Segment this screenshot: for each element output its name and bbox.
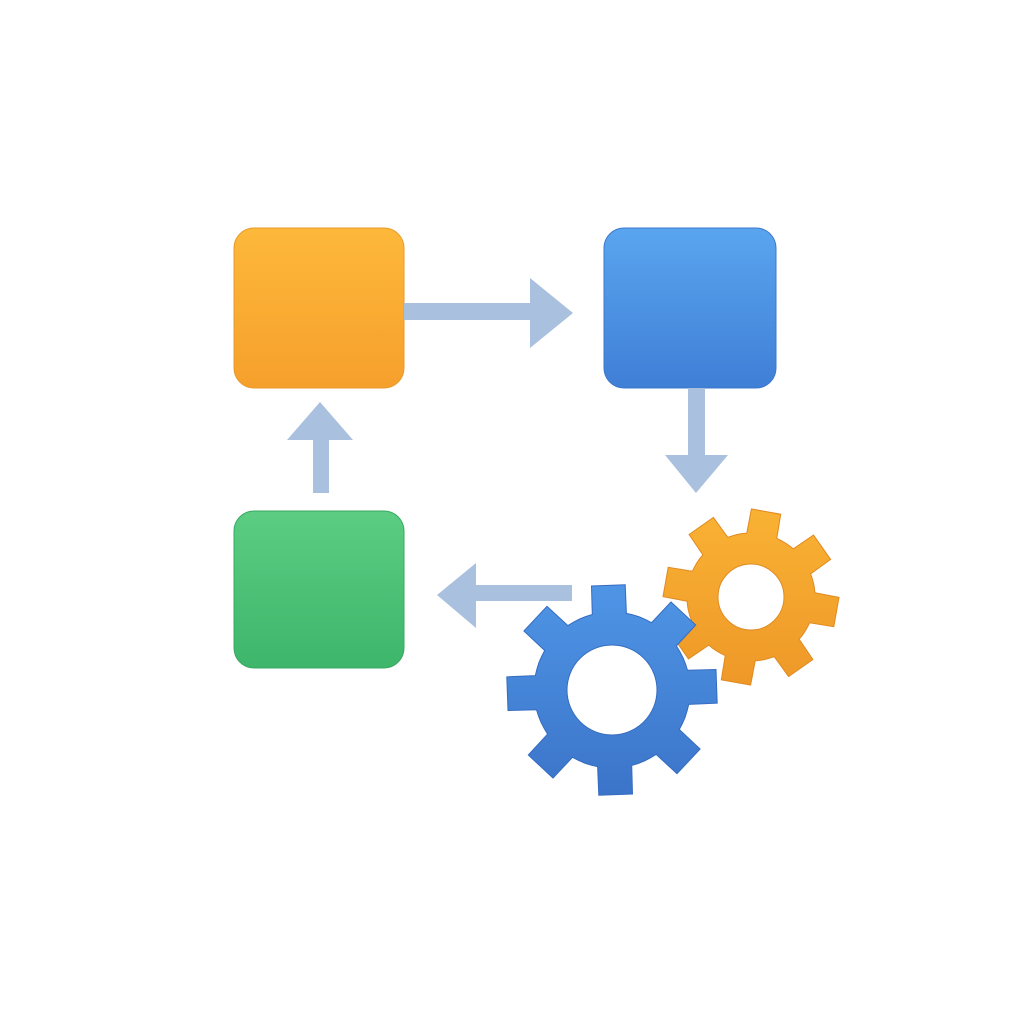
arrow-left-icon xyxy=(437,563,572,628)
green-step-box xyxy=(233,510,405,669)
arrow-right-icon xyxy=(404,278,573,348)
arrow-up-icon xyxy=(287,402,353,493)
arrow-down-icon xyxy=(665,388,728,493)
blue-step-box xyxy=(603,227,777,389)
orange-step-box xyxy=(233,227,405,389)
blue-gear-icon xyxy=(506,584,718,796)
orange-gear-icon xyxy=(662,508,840,686)
